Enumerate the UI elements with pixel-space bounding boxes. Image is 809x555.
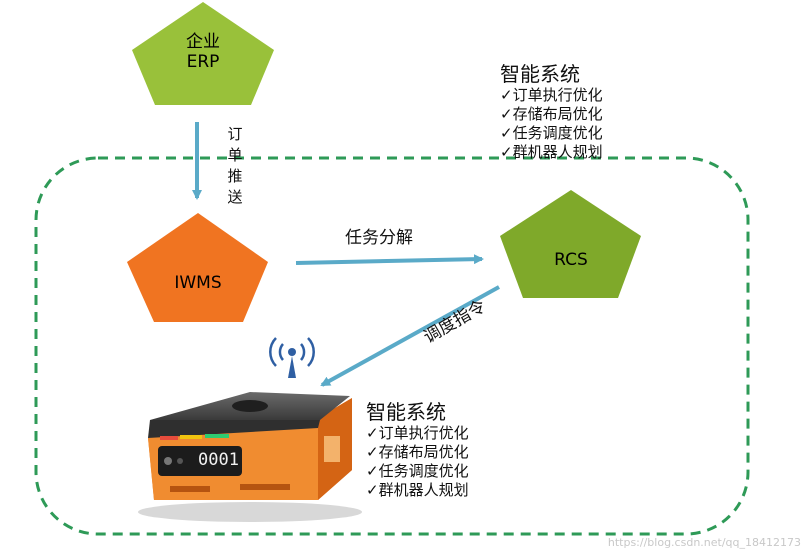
- order-push-char: 单: [227, 146, 243, 164]
- watermark: https://blog.csdn.net/qq_18412173: [607, 536, 801, 549]
- robot-display-number: 0001: [198, 450, 239, 470]
- bottom-panel-item: ✓订单执行优化: [366, 424, 469, 442]
- bottom-system-panel: 智能系统 ✓订单执行优化 ✓存储布局优化 ✓任务调度优化 ✓群机器人规划: [366, 400, 469, 500]
- order-push-char: 订: [227, 125, 243, 143]
- erp-node: [132, 2, 274, 105]
- bottom-panel-item: ✓群机器人规划: [366, 481, 469, 499]
- rcs-node-label: RCS: [554, 250, 588, 270]
- top-panel-item: ✓存储布局优化: [500, 105, 603, 123]
- task-decompose-arrow: [295, 254, 484, 265]
- iwms-node: [127, 213, 268, 322]
- dispatch-arrow: [320, 285, 500, 387]
- wireless-signal-icon: [269, 337, 315, 378]
- bottom-panel-title: 智能系统: [366, 400, 446, 424]
- erp-node-label: 企业 ERP: [163, 32, 243, 72]
- task-decompose-label: 任务分解: [345, 228, 413, 248]
- order-push-char: 推: [227, 167, 243, 185]
- order-push-label: 订 单 推 送: [226, 124, 244, 208]
- bottom-panel-item: ✓存储布局优化: [366, 443, 469, 461]
- erp-label-line1: 企业: [186, 32, 220, 52]
- rcs-node: [500, 190, 641, 298]
- system-boundary: [34, 156, 750, 536]
- erp-label-line2: ERP: [186, 52, 220, 72]
- top-panel-item: ✓任务调度优化: [500, 124, 603, 142]
- bottom-panel-item: ✓任务调度优化: [366, 462, 469, 480]
- top-panel-title: 智能系统: [500, 62, 580, 86]
- top-panel-item: ✓订单执行优化: [500, 86, 603, 104]
- agv-robot-image: [138, 392, 362, 522]
- iwms-node-label: IWMS: [174, 273, 222, 293]
- top-system-panel: 智能系统 ✓订单执行优化 ✓存储布局优化 ✓任务调度优化 ✓群机器人规划: [500, 62, 603, 162]
- order-push-char: 送: [227, 188, 243, 206]
- top-panel-item: ✓群机器人规划: [500, 143, 603, 161]
